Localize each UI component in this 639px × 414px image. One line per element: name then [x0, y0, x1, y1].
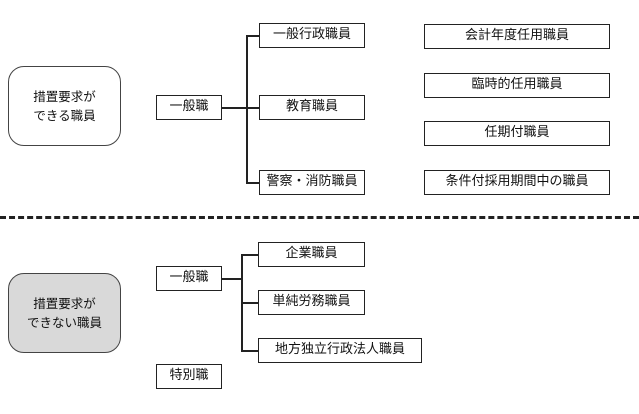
top-connector-horizontal — [222, 107, 247, 109]
top-type-box-1: 会計年度任用職員 — [424, 24, 610, 49]
top-connector-branch-1 — [246, 35, 260, 37]
bottom-special-box: 特別職 — [156, 364, 222, 389]
top-connector-vertical — [246, 35, 248, 183]
top-main-box: 一般職 — [156, 95, 222, 120]
bottom-connector-branch-3 — [241, 350, 259, 352]
bottom-branch-box-1: 企業職員 — [258, 242, 365, 267]
bottom-category-box: 措置要求が できない職員 — [8, 273, 121, 353]
bottom-connector-branch-2 — [241, 302, 259, 304]
top-type-box-2: 臨時的任用職員 — [424, 73, 610, 98]
top-branch-box-3: 警察・消防職員 — [259, 170, 365, 195]
bottom-branch-box-2: 単純労務職員 — [258, 290, 365, 315]
section-divider — [0, 216, 639, 219]
top-connector-branch-2 — [246, 107, 260, 109]
top-type-box-3: 任期付職員 — [424, 121, 610, 146]
top-type-box-4: 条件付採用期間中の職員 — [424, 170, 610, 195]
top-category-box: 措置要求が できる職員 — [8, 66, 121, 146]
bottom-connector-branch-1 — [241, 254, 259, 256]
top-branch-box-1: 一般行政職員 — [259, 23, 365, 48]
top-connector-branch-3 — [246, 182, 260, 184]
bottom-main-box: 一般職 — [156, 266, 222, 291]
bottom-branch-box-3: 地方独立行政法人職員 — [258, 338, 422, 363]
bottom-connector-horizontal — [222, 278, 242, 280]
top-branch-box-2: 教育職員 — [259, 95, 365, 120]
